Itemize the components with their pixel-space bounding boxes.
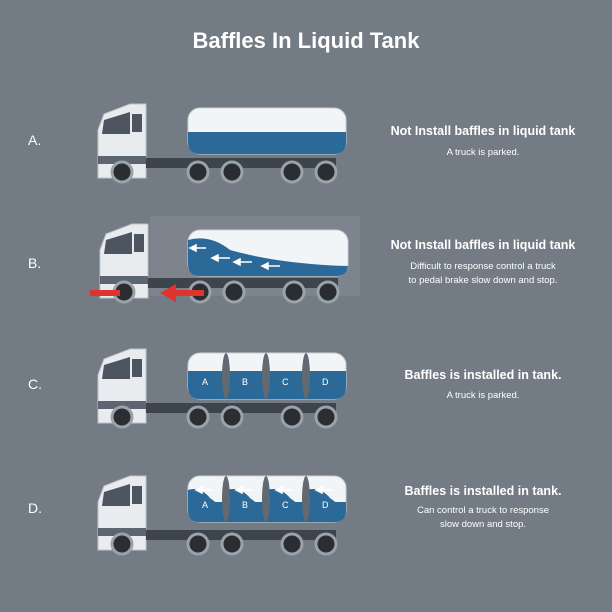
compartment-label: D bbox=[322, 500, 329, 510]
row-heading: Not Install baffles in liquid tank bbox=[390, 238, 576, 252]
row-c: C. A B C D bbox=[0, 335, 612, 455]
description-line: A truck is parked. bbox=[446, 390, 520, 401]
row-description: Can control a truck to response slow dow… bbox=[364, 504, 602, 532]
compartment-label: A bbox=[202, 500, 208, 510]
row-heading: Baffles is installed in tank. bbox=[404, 484, 562, 498]
compartment-label: B bbox=[242, 377, 248, 387]
row-letter: D. bbox=[28, 500, 42, 516]
left-arrow-icon bbox=[188, 243, 280, 271]
compartment-label: C bbox=[282, 500, 289, 510]
compartment-label: B bbox=[242, 500, 248, 510]
row-b: B. bbox=[0, 210, 612, 330]
row-a: A. Not Install baffles in liquid tank A bbox=[0, 90, 612, 210]
truck-icon: A B C D bbox=[97, 348, 347, 429]
row-heading: Baffles is installed in tank. bbox=[404, 368, 562, 382]
truck-icon: A B C D bbox=[97, 475, 347, 556]
compartment-label: D bbox=[322, 377, 329, 387]
compartment-label: C bbox=[282, 377, 289, 387]
description-line: Can control a truck to response bbox=[416, 505, 549, 516]
truck-icon bbox=[97, 103, 347, 184]
compartment-label: A bbox=[202, 377, 208, 387]
truck-scene-b bbox=[68, 210, 360, 310]
left-arrow-icon bbox=[194, 485, 332, 495]
row-heading: Not Install baffles in liquid tank bbox=[390, 124, 576, 138]
truck-scene-a bbox=[90, 90, 360, 190]
description-line: Difficult to response control a truck bbox=[410, 261, 556, 272]
row-description: A truck is parked. bbox=[364, 146, 602, 160]
truck-scene-d: A B C D bbox=[90, 462, 360, 562]
row-d: D. A bbox=[0, 462, 612, 582]
truck-icon bbox=[68, 216, 360, 304]
row-description: A truck is parked. bbox=[364, 389, 602, 403]
page-title: Baffles In Liquid Tank bbox=[192, 28, 420, 53]
truck-scene-c: A B C D bbox=[90, 335, 360, 435]
description-line: slow down and stop. bbox=[439, 519, 527, 530]
description-line: to pedal brake slow down and stop. bbox=[408, 275, 558, 286]
row-letter: A. bbox=[28, 132, 42, 148]
row-description: Difficult to response control a truck to… bbox=[364, 260, 602, 288]
row-letter: B. bbox=[28, 255, 42, 271]
row-letter: C. bbox=[28, 376, 42, 392]
description-line: A truck is parked. bbox=[446, 147, 520, 158]
